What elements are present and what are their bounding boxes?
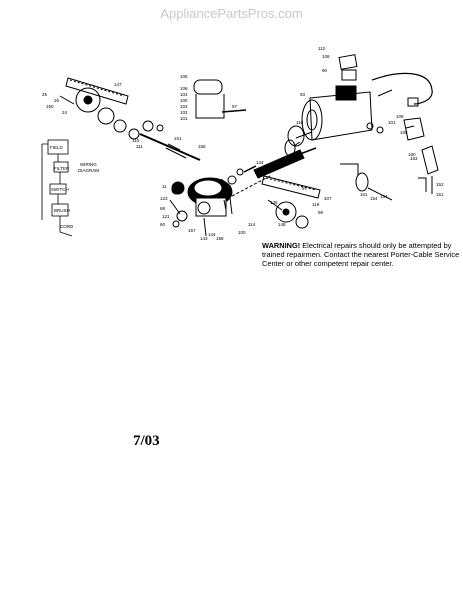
wiring-label-cord: CORD — [60, 224, 74, 229]
part-number: 111 — [136, 144, 143, 149]
part-number: 106 — [322, 54, 330, 59]
part-number: 157 — [188, 228, 196, 233]
part-number: 155 — [198, 144, 206, 149]
motor-housing — [287, 54, 373, 147]
part-number: 26 — [54, 98, 60, 103]
part-number: 163 — [410, 156, 418, 161]
part-number: 145 — [270, 200, 278, 205]
part-number: 148 — [278, 222, 286, 227]
part-number: 11 — [162, 184, 167, 189]
part-number: 101 — [388, 120, 396, 125]
part-number: 143 — [200, 236, 208, 241]
part-number: 97 — [232, 104, 238, 109]
lower-left-parts — [169, 181, 233, 237]
part-number: 100 — [180, 98, 188, 103]
part-number: 161 — [360, 192, 368, 197]
part-number: 102 — [180, 110, 188, 115]
part-number: 110 — [132, 138, 140, 143]
part-number: 104 — [180, 92, 188, 97]
wiring-label-filter: FILTER — [54, 166, 70, 171]
part-number: 101 — [180, 116, 188, 121]
wiring-label-brush: BRUSH — [54, 208, 70, 213]
part-number: 158 — [216, 236, 224, 241]
part-number: 154 — [370, 196, 378, 201]
revision-date: 7/03 — [133, 433, 160, 449]
part-number: 24 — [62, 110, 68, 115]
part-number: 160 — [408, 152, 416, 157]
wiring-diagram — [41, 139, 73, 237]
wiring-diagram-title-1: WIRING — [80, 162, 97, 167]
power-cord — [371, 72, 433, 107]
armature — [243, 139, 317, 179]
part-number: 152 — [436, 182, 444, 187]
wheel-assembly — [340, 163, 393, 201]
part-number: 147 — [114, 82, 122, 87]
part-number-callouts: 147 105 106 97 100 25 26 104 24 103 102 … — [42, 46, 444, 241]
belt-assembly-lower — [261, 175, 321, 229]
part-number: 108 — [400, 130, 408, 135]
part-number: 154 — [380, 194, 388, 199]
part-number: 100 — [238, 230, 246, 235]
part-number: 53 — [218, 178, 224, 183]
part-number: 150 — [46, 104, 54, 109]
site-watermark: AppliancePartsPros.com — [160, 6, 303, 21]
belt-assembly-upper-left — [59, 77, 140, 140]
part-number: 107 — [324, 196, 332, 201]
part-number: 121 — [162, 214, 170, 219]
part-number: 97 — [302, 186, 308, 191]
part-number: 68 — [160, 206, 166, 211]
part-number: 90 — [322, 68, 328, 73]
part-number: 109 — [396, 114, 404, 119]
wiring-diagram-title-2: DIAGRAM — [78, 168, 99, 173]
warning-heading: WARNING! — [262, 241, 301, 250]
part-number: 105 — [180, 74, 188, 79]
part-number: 106 — [180, 86, 188, 91]
part-number: 119 — [312, 202, 320, 207]
wiring-label-field: FIELD — [50, 145, 64, 150]
part-number: 151 — [174, 136, 182, 141]
part-number: 25 — [42, 92, 48, 97]
part-number: 95 — [318, 210, 324, 215]
right-small-parts — [366, 117, 439, 194]
part-number: 110 — [296, 120, 304, 125]
electrical-warning: WARNING! Electrical repairs should only … — [262, 241, 462, 268]
gear-housing — [171, 168, 271, 217]
part-number: 144 — [208, 232, 216, 237]
part-number: 93 — [300, 92, 306, 97]
shaft-assembly — [139, 120, 201, 161]
part-number: 112 — [318, 46, 326, 51]
part-number: 123 — [160, 196, 168, 201]
part-number: 52 — [226, 184, 232, 189]
part-number: 151 — [436, 192, 444, 197]
warning-text: Electrical repairs should only be attemp… — [262, 241, 460, 268]
part-number: 60 — [160, 222, 166, 227]
part-number: 134 — [256, 160, 264, 165]
part-number: 114 — [248, 222, 256, 227]
part-number: 103 — [180, 104, 188, 109]
handle-assembly — [193, 79, 247, 119]
wiring-label-switch: SWITCH — [51, 187, 69, 192]
